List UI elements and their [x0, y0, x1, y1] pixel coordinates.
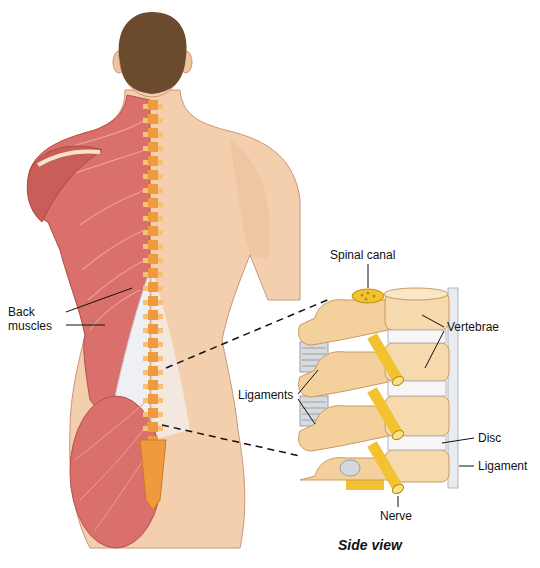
part-label: Vertebrae: [447, 320, 499, 334]
nerve: [372, 336, 405, 495]
sacrum: [140, 440, 166, 510]
spinal-canal: [352, 289, 384, 303]
vertebra-body: [385, 292, 449, 482]
muscle-fibres: [75, 400, 150, 530]
part-label: Ligament: [478, 459, 527, 473]
part-label: Spinal canal: [330, 248, 395, 262]
part-label: Disc: [478, 431, 501, 445]
spine: [148, 100, 158, 440]
nerve-fibres: [361, 292, 376, 301]
leader-line: [66, 264, 474, 507]
facet-joint: [340, 460, 360, 476]
back-muscle: [28, 95, 150, 440]
zoom-line: [162, 425, 300, 456]
deltoid-muscle: [27, 146, 102, 222]
part-label: Back muscles: [8, 305, 64, 333]
vertebra-top: [384, 288, 448, 300]
shading: [230, 140, 270, 260]
disc: [388, 330, 446, 450]
part-label: Nerve: [380, 509, 412, 523]
hair: [119, 12, 187, 94]
caption: Side view: [338, 538, 402, 552]
tendon: [38, 151, 100, 165]
torso: [28, 90, 300, 548]
part-label: Ligaments: [238, 388, 293, 402]
